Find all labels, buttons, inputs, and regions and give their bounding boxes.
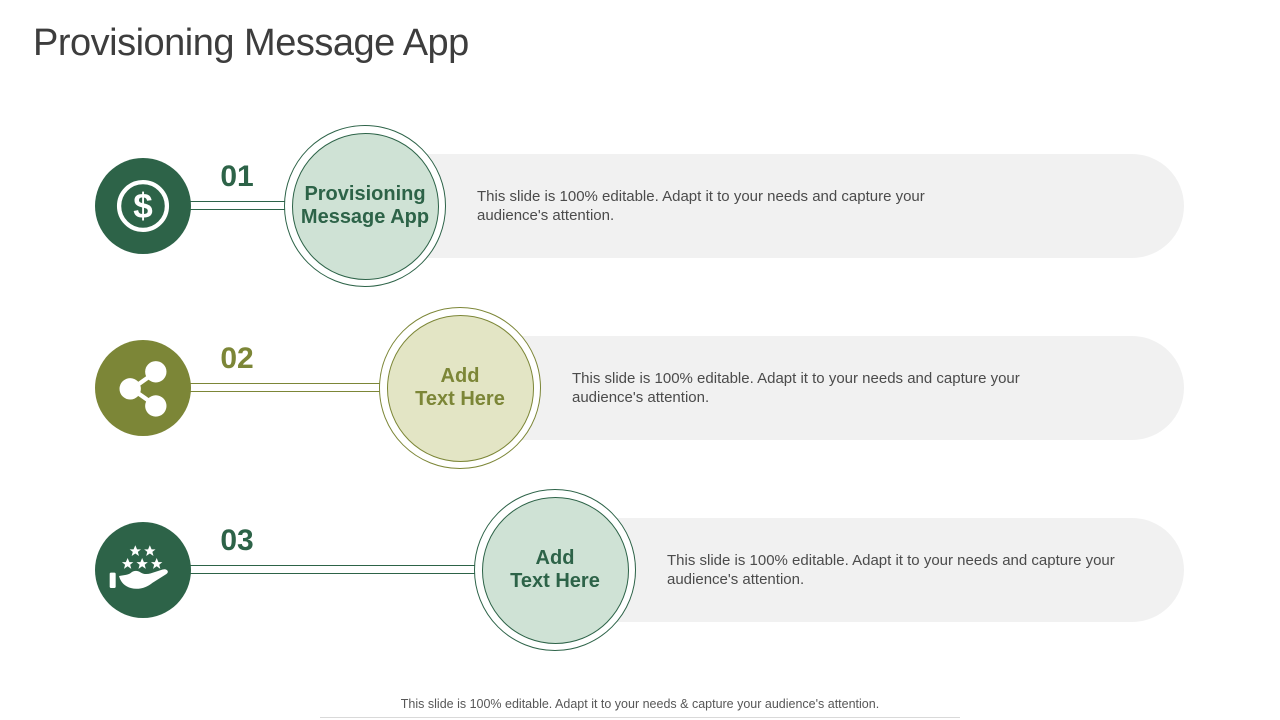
footer-note: This slide is 100% editable. Adapt it to… xyxy=(400,697,880,711)
step-circle-inner: Add Text Here xyxy=(386,314,534,462)
step-circle[interactable]: Provisioning Message App xyxy=(284,125,446,287)
description-pill: This slide is 100% editable. Adapt it to… xyxy=(452,336,1184,440)
svg-text:$: $ xyxy=(133,187,152,226)
connector-line xyxy=(150,565,498,574)
step-number: 02 xyxy=(220,342,254,375)
step-circle-label[interactable]: Add Text Here xyxy=(415,365,505,411)
label-line-2: Message App xyxy=(300,206,430,228)
dollar-coin-icon: $ xyxy=(95,158,191,254)
label-line-1: Add xyxy=(440,365,480,387)
step-circle-label[interactable]: Add Text Here xyxy=(510,547,600,593)
step-number: 03 xyxy=(220,524,254,557)
step-circle-inner: Provisioning Message App xyxy=(291,132,439,280)
connector-line xyxy=(150,201,308,210)
label-line-1: Provisioning xyxy=(304,183,426,205)
description-pill: This slide is 100% editable. Adapt it to… xyxy=(357,154,1184,258)
step-circle-inner: Add Text Here xyxy=(481,496,629,644)
label-line-1: Add xyxy=(535,547,575,569)
footer-divider xyxy=(320,717,960,718)
connector-line xyxy=(150,383,403,392)
share-network-icon xyxy=(95,340,191,436)
description-text[interactable]: This slide is 100% editable. Adapt it to… xyxy=(572,369,1020,407)
hand-presenting-stars-icon xyxy=(95,522,191,618)
step-row-3: This slide is 100% editable. Adapt it to… xyxy=(0,479,1280,661)
description-text[interactable]: This slide is 100% editable. Adapt it to… xyxy=(667,551,1115,589)
step-row-2: This slide is 100% editable. Adapt it to… xyxy=(0,297,1280,479)
step-circle[interactable]: Add Text Here xyxy=(379,307,541,469)
label-line-2: Text Here xyxy=(510,570,600,592)
label-line-2: Text Here xyxy=(415,388,505,410)
description-pill: This slide is 100% editable. Adapt it to… xyxy=(547,518,1184,622)
description-text[interactable]: This slide is 100% editable. Adapt it to… xyxy=(477,187,925,225)
step-number: 01 xyxy=(220,160,254,193)
step-row-1: This slide is 100% editable. Adapt it to… xyxy=(0,115,1280,297)
step-circle[interactable]: Add Text Here xyxy=(474,489,636,651)
step-circle-label[interactable]: Provisioning Message App xyxy=(301,183,429,229)
slide-title: Provisioning Message App xyxy=(33,22,469,64)
